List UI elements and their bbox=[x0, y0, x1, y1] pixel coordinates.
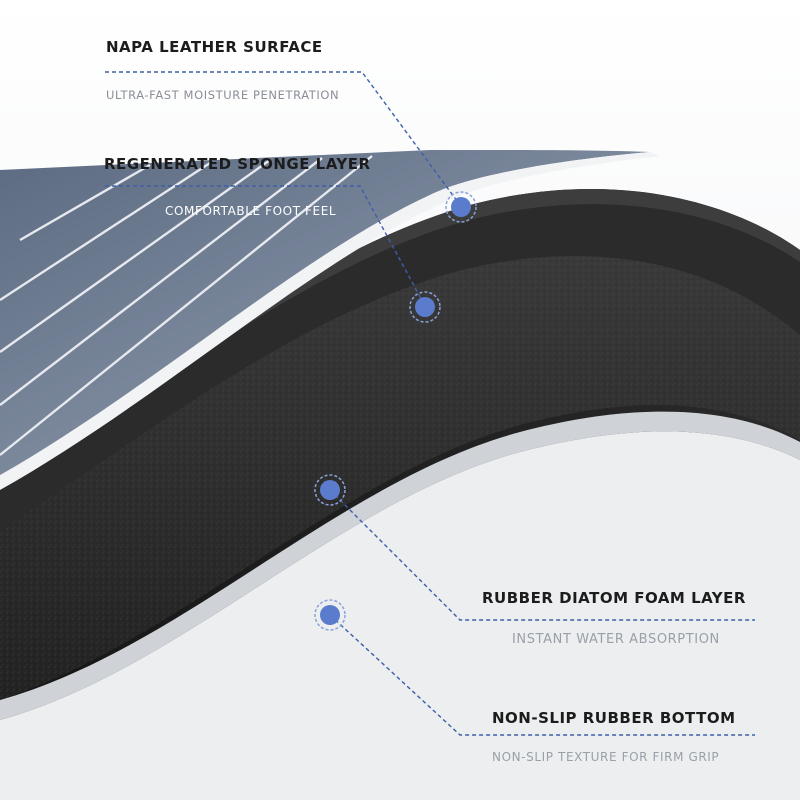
leader-line-napa bbox=[105, 71, 461, 206]
bottom-underside bbox=[0, 431, 800, 800]
leader-line-sponge bbox=[105, 185, 426, 307]
marker-sponge bbox=[409, 291, 441, 323]
rubber-bottom-title: NON-SLIP RUBBER BOTTOM bbox=[492, 709, 736, 727]
leather-stripes bbox=[0, 155, 373, 456]
napa-leather-subtitle: ULTRA-FAST MOISTURE PENETRATION bbox=[106, 88, 340, 102]
marker-diatom bbox=[314, 474, 346, 506]
marker-bottom bbox=[314, 599, 346, 631]
rubber-bottom-subtitle: NON-SLIP TEXTURE FOR FIRM GRIP bbox=[492, 750, 720, 764]
leader-lines bbox=[105, 71, 755, 736]
diatom-foam-subtitle: INSTANT WATER ABSORPTION bbox=[512, 632, 720, 647]
leather-surface-layer bbox=[0, 150, 650, 475]
sponge-layer-subtitle: COMFORTABLE FOOT FEEL bbox=[165, 204, 337, 218]
leader-line-bottom bbox=[329, 614, 755, 736]
diatom-foam-title: RUBBER DIATOM FOAM LAYER bbox=[482, 589, 746, 607]
bottom-edge-highlight bbox=[0, 411, 800, 720]
marker-napa bbox=[445, 191, 477, 223]
leader-line-diatom bbox=[329, 489, 755, 621]
sponge-layer-title: REGENERATED SPONGE LAYER bbox=[104, 155, 371, 173]
napa-leather-title: NAPA LEATHER SURFACE bbox=[106, 38, 323, 56]
sponge-top-sheen bbox=[0, 188, 800, 485]
diatom-foam-texture bbox=[0, 248, 800, 700]
